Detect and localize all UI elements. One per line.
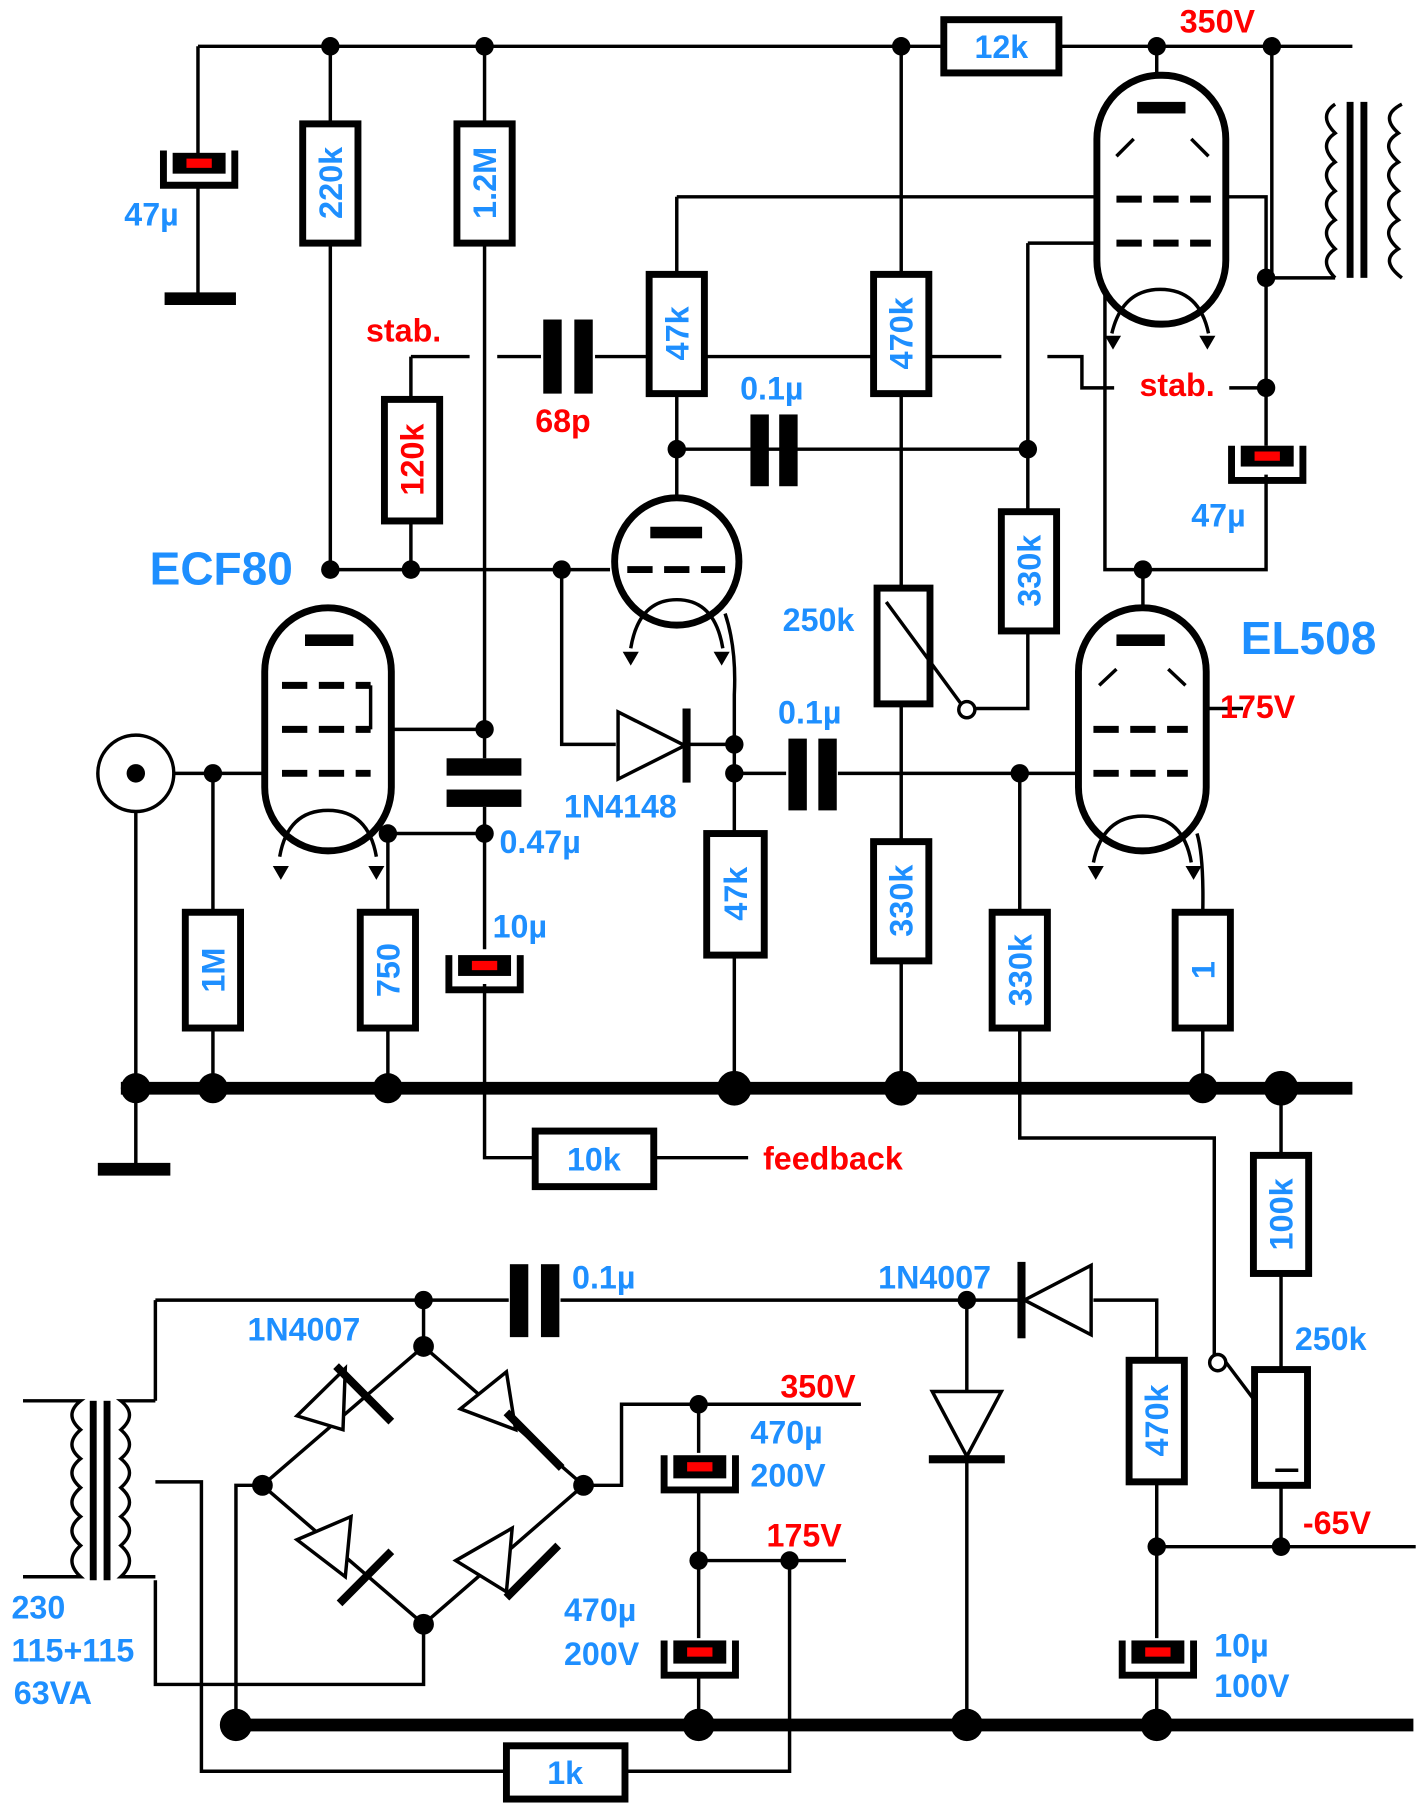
svg-text:100k: 100k	[1264, 1178, 1300, 1250]
resistor-1-ohm: 1	[1171, 908, 1234, 1032]
feedback-label: feedback	[763, 1140, 903, 1176]
svg-text:47k: 47k	[718, 867, 754, 921]
resistor-10k: 10k	[531, 1127, 658, 1191]
capacitor-10u: 10µ	[445, 909, 547, 994]
capacitor-470u-350v: 470µ 200V	[660, 1415, 826, 1493]
svg-text:0.1µ: 0.1µ	[778, 694, 841, 730]
resistor-750: 750	[356, 908, 419, 1032]
svg-text:470µ: 470µ	[750, 1415, 822, 1451]
resistor-330k-bias: 330k	[988, 908, 1051, 1032]
svg-text:47k: 47k	[659, 306, 695, 360]
svg-text:1.2M: 1.2M	[467, 147, 503, 219]
svg-text:0.47µ: 0.47µ	[500, 824, 581, 860]
diode-1n4007-vertical	[928, 1389, 1005, 1464]
input-jack	[96, 733, 176, 814]
resistor-1k: 1k	[502, 1742, 629, 1803]
svg-text:47µ: 47µ	[1191, 498, 1245, 534]
svg-text:12k: 12k	[974, 29, 1028, 65]
ground-symbols	[97, 292, 236, 1176]
resistor-470k-top: 470k	[870, 270, 933, 398]
svg-text:1: 1	[1185, 961, 1221, 979]
resistor-220k: 220k	[299, 120, 362, 247]
potentiometer-250k-mid: 250k	[783, 584, 977, 720]
svg-text:330k: 330k	[1012, 535, 1048, 607]
capacitor-470u-175v: 470µ 200V	[564, 1592, 739, 1679]
resistor-330k-low: 330k	[870, 838, 933, 965]
svg-text:1k: 1k	[547, 1755, 583, 1791]
capacitor-10u-100v: 10µ 100V	[1118, 1628, 1290, 1704]
output-transformer	[1324, 101, 1403, 280]
junction-dots	[120, 37, 1299, 1742]
svg-text:470µ: 470µ	[564, 1592, 636, 1628]
svg-text:330k: 330k	[1002, 934, 1038, 1006]
voltage-350v-top: 350V	[1180, 3, 1256, 39]
power-transformer: 230 115+115 63VA	[12, 1399, 156, 1711]
svg-text:0.1µ: 0.1µ	[740, 370, 803, 406]
svg-text:0.1µ: 0.1µ	[572, 1259, 635, 1295]
voltage-bias: -65V	[1303, 1505, 1372, 1541]
svg-text:1N4007: 1N4007	[878, 1259, 991, 1295]
capacitor-0.47u: 0.47µ	[446, 758, 581, 860]
tube-ecf80-triode	[611, 494, 743, 666]
svg-text:63VA: 63VA	[14, 1675, 92, 1711]
resistor-47k-low: 47k	[703, 830, 768, 959]
tube-ecf80-pentode: ECF80	[150, 543, 395, 880]
stab-label-left: stab.	[366, 312, 441, 348]
svg-text:1N4007: 1N4007	[247, 1312, 360, 1348]
svg-text:220k: 220k	[313, 147, 349, 219]
capacitor-47u-left: 47µ	[124, 150, 239, 233]
resistor-120k: 120k	[380, 395, 444, 525]
resistor-1.2M: 1.2M	[453, 120, 516, 247]
svg-text:470k: 470k	[884, 297, 920, 369]
stab-label-right: stab.	[1139, 367, 1214, 403]
svg-text:115+115: 115+115	[12, 1632, 135, 1668]
resistor-1M: 1M	[181, 908, 245, 1032]
diode-1n4148: 1N4148	[564, 708, 691, 824]
voltage-350v-psu: 350V	[780, 1368, 856, 1404]
potentiometer-250k-bias: 250k	[1207, 1321, 1367, 1489]
capacitor-0.1u-mid: 0.1µ	[778, 694, 841, 811]
svg-text:68p: 68p	[535, 403, 591, 439]
svg-text:10µ: 10µ	[1214, 1628, 1268, 1664]
tube-el508-output: EL508	[1075, 604, 1377, 880]
diode-1n4007-horizontal: 1N4007	[878, 1259, 1093, 1339]
resistor-12k: 12k	[940, 16, 1063, 77]
resistor-330k-mid: 330k	[997, 508, 1061, 635]
capacitor-0.1u-psu: 0.1µ	[509, 1259, 635, 1338]
capacitor-47u-right: 47µ	[1191, 445, 1307, 534]
svg-text:1N4148: 1N4148	[564, 788, 677, 824]
resistor-470k-psu: 470k	[1125, 1356, 1188, 1486]
capacitor-68p: 68p	[535, 319, 593, 439]
svg-text:200V: 200V	[564, 1636, 640, 1672]
voltage-175v-screen: 175V	[1220, 689, 1296, 725]
svg-text:100V: 100V	[1214, 1668, 1290, 1704]
svg-text:120k: 120k	[395, 424, 431, 496]
svg-text:EL508: EL508	[1241, 612, 1377, 664]
resistor-100k: 100k	[1249, 1151, 1313, 1277]
svg-text:10µ: 10µ	[493, 909, 547, 945]
svg-text:750: 750	[370, 943, 406, 997]
svg-text:10k: 10k	[567, 1141, 621, 1177]
voltage-175v-psu: 175V	[767, 1518, 843, 1554]
diode-bridge: 1N4007	[247, 1312, 587, 1627]
svg-text:250k: 250k	[783, 602, 855, 638]
tube-output-top	[1093, 71, 1230, 350]
svg-text:1M: 1M	[196, 948, 232, 993]
svg-text:ECF80: ECF80	[150, 543, 293, 595]
svg-text:250k: 250k	[1295, 1321, 1367, 1357]
svg-text:470k: 470k	[1139, 1384, 1175, 1456]
svg-text:47µ: 47µ	[124, 197, 178, 233]
svg-text:330k: 330k	[884, 865, 920, 937]
svg-text:200V: 200V	[750, 1457, 826, 1493]
svg-text:230: 230	[12, 1589, 66, 1625]
resistor-47k-top: 47k	[645, 270, 708, 398]
capacitor-0.1u-top: 0.1µ	[740, 370, 803, 487]
